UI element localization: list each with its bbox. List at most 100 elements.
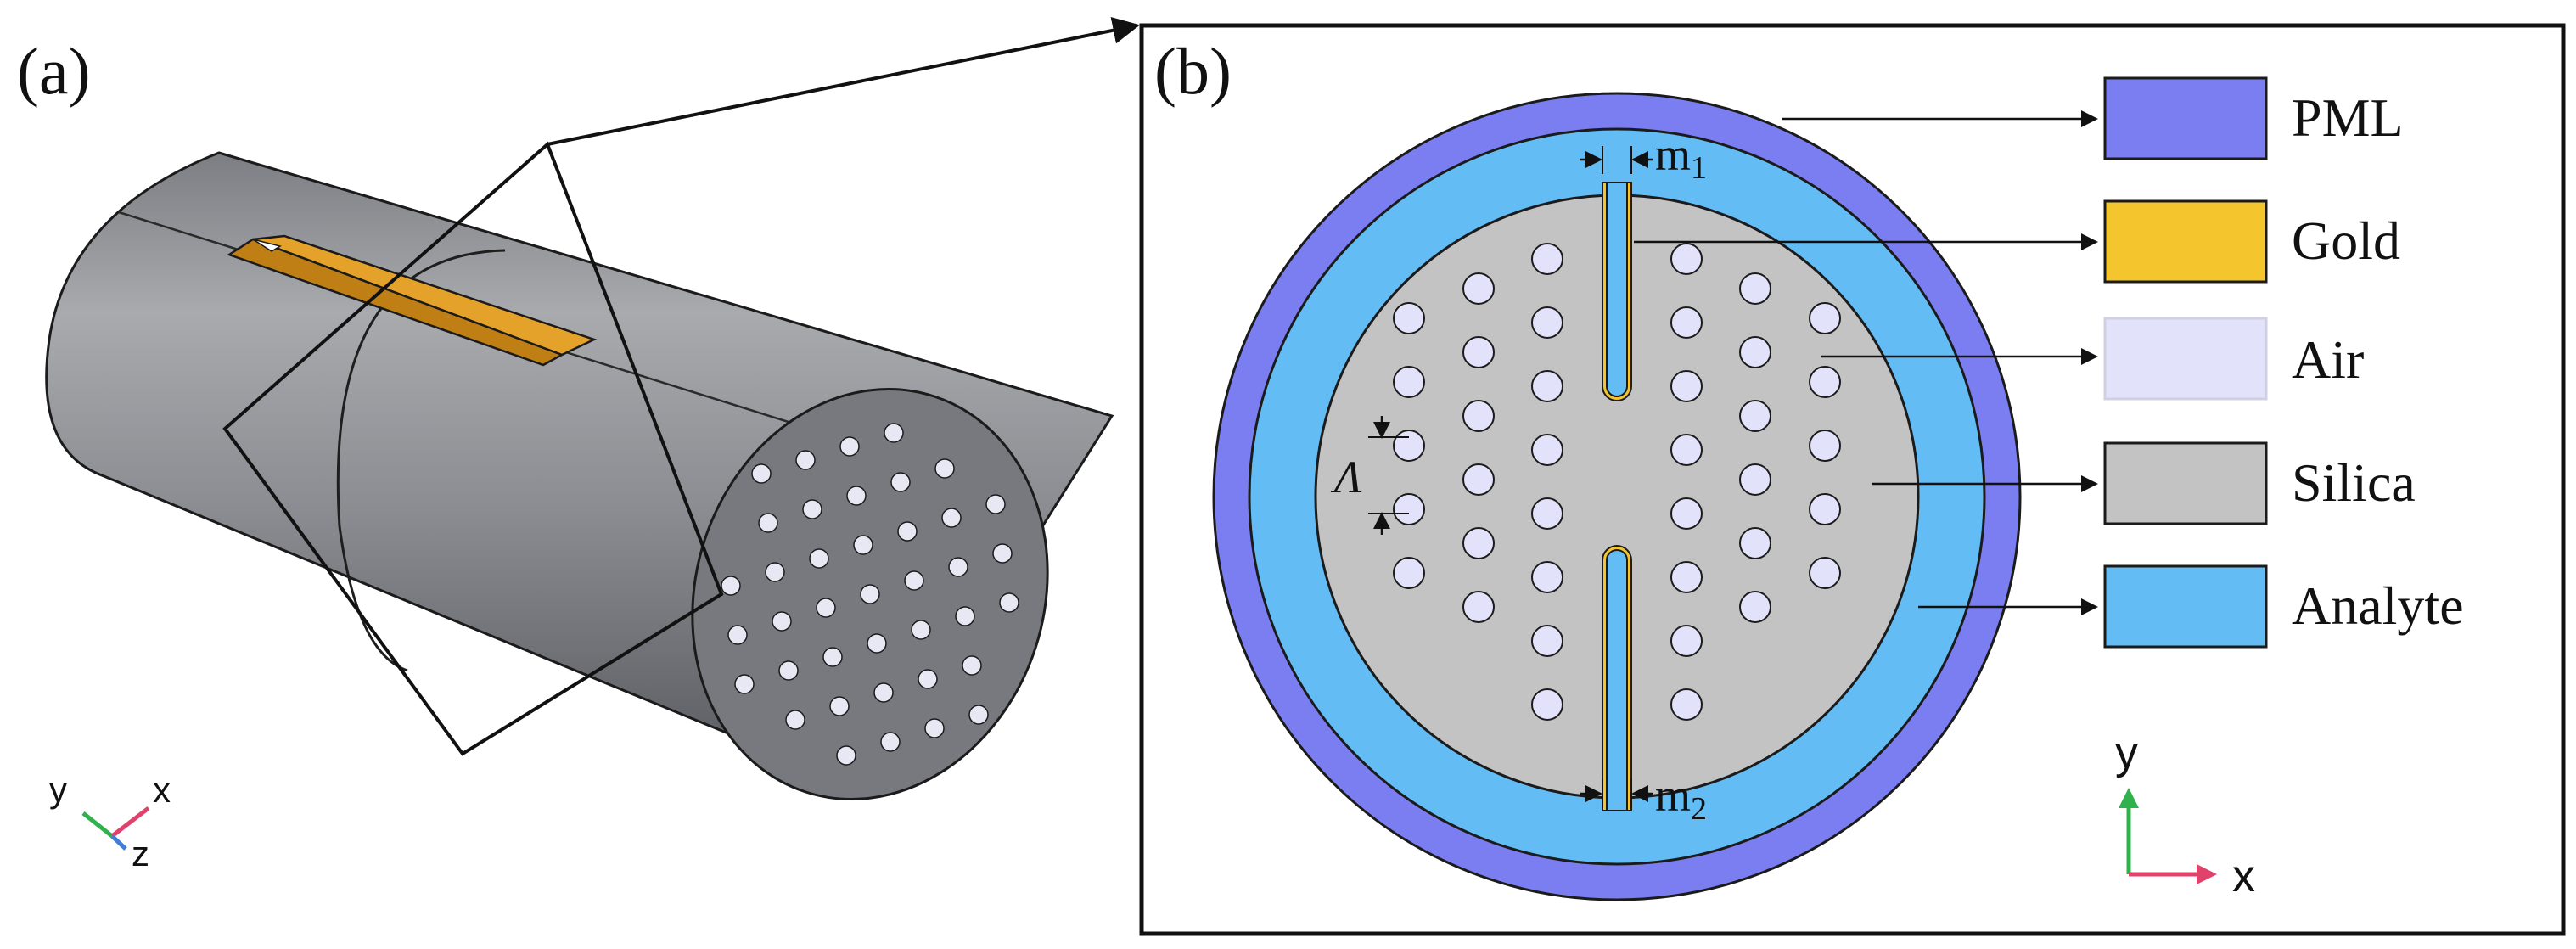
m2-dimension: m2 xyxy=(1580,770,1707,827)
svg-text:m1: m1 xyxy=(1655,129,1707,186)
air-hole xyxy=(1393,493,1425,525)
m2-subscript: 2 xyxy=(1691,791,1707,827)
end-face-hole xyxy=(934,458,955,479)
axis-y-label: y xyxy=(49,770,67,810)
air-hole xyxy=(1531,688,1563,721)
end-face-hole xyxy=(918,669,938,689)
legend-label-pml: PML xyxy=(2292,87,2404,148)
air-hole xyxy=(1393,557,1425,589)
end-face-hole xyxy=(765,562,785,582)
air-hole xyxy=(1393,302,1425,334)
end-face-hole xyxy=(802,499,822,519)
pitch-dimension: Λ xyxy=(1330,416,1409,535)
air-hole xyxy=(1462,591,1495,623)
end-face-hole xyxy=(758,513,778,533)
end-face-hole xyxy=(816,598,836,618)
air-hole xyxy=(1670,561,1703,593)
air-hole xyxy=(1670,243,1703,275)
legend-label-air: Air xyxy=(2292,329,2364,390)
legend-swatch-pml xyxy=(2103,76,2268,160)
end-face-hole xyxy=(727,625,748,645)
end-face-hole xyxy=(853,535,873,555)
end-face-hole xyxy=(948,557,968,577)
m1-dimension: m1 xyxy=(1580,129,1707,186)
end-face-hole xyxy=(911,620,931,640)
end-face-hole xyxy=(751,463,772,484)
air-hole xyxy=(1462,527,1495,559)
air-hole xyxy=(1670,306,1703,339)
air-hole xyxy=(1670,625,1703,657)
air-hole xyxy=(1531,561,1563,593)
legend: PML Gold Air Silica Analyte xyxy=(2103,76,2464,649)
air-hole xyxy=(1670,688,1703,721)
z-axis-arrow xyxy=(110,834,127,851)
top-slot xyxy=(1602,182,1632,402)
end-face-hole xyxy=(721,576,741,596)
end-face-hole xyxy=(962,655,982,676)
m1-label: m xyxy=(1655,129,1691,180)
air-holes xyxy=(1393,243,1841,721)
end-face-hole xyxy=(999,592,1019,613)
air-hole xyxy=(1739,463,1771,496)
air-hole xyxy=(1531,497,1563,530)
air-hole xyxy=(1531,306,1563,339)
legend-swatch-gold xyxy=(2103,199,2268,284)
end-face-hole xyxy=(955,606,975,626)
end-face-hole xyxy=(867,633,887,654)
end-face-hole xyxy=(795,450,816,470)
legend-swatch-analyte xyxy=(2103,564,2268,649)
end-face-hole xyxy=(897,521,918,542)
bottom-slot xyxy=(1602,545,1632,811)
air-hole xyxy=(1670,497,1703,530)
end-face-holes xyxy=(721,423,1019,766)
axis-z-label: z xyxy=(132,834,149,873)
air-hole xyxy=(1809,557,1841,589)
air-hole xyxy=(1531,434,1563,466)
axis-x-label-b: x xyxy=(2232,851,2255,901)
end-face-hole xyxy=(860,584,880,604)
end-face-hole xyxy=(890,472,911,492)
y-axis-arrow xyxy=(81,811,114,838)
air-hole xyxy=(1531,625,1563,657)
air-hole xyxy=(1531,370,1563,402)
air-hole xyxy=(1809,366,1841,398)
end-face-hole xyxy=(829,696,850,716)
air-hole xyxy=(1809,493,1841,525)
end-face-hole xyxy=(839,436,860,457)
legend-swatch-air xyxy=(2103,317,2268,401)
axis-x-label: x xyxy=(153,770,171,810)
air-hole xyxy=(1809,302,1841,334)
air-hole xyxy=(1462,463,1495,496)
legend-swatch-silica xyxy=(2103,441,2268,525)
air-hole xyxy=(1393,430,1425,462)
end-face-hole xyxy=(884,423,904,443)
end-face-hole xyxy=(734,674,755,694)
legend-label-silica: Silica xyxy=(2292,452,2416,513)
panel-a: (a) y x z xyxy=(17,17,1141,873)
pitch-label: Λ xyxy=(1330,452,1362,503)
end-face-hole xyxy=(822,647,843,667)
m1-subscript: 1 xyxy=(1691,150,1707,186)
air-hole xyxy=(1739,336,1771,368)
air-hole xyxy=(1462,272,1495,305)
air-hole xyxy=(1739,527,1771,559)
leader-lines xyxy=(1634,110,2098,615)
end-face-hole xyxy=(992,543,1013,564)
air-hole xyxy=(1462,400,1495,432)
legend-label-gold: Gold xyxy=(2292,211,2400,271)
air-hole xyxy=(1531,243,1563,275)
end-face-hole xyxy=(904,570,924,591)
panel-a-label: (a) xyxy=(17,34,91,108)
end-face-hole xyxy=(968,705,989,725)
end-face-hole xyxy=(836,745,856,766)
end-face-hole xyxy=(778,660,799,681)
end-face-hole xyxy=(785,710,805,730)
air-hole xyxy=(1393,366,1425,398)
m2-label: m xyxy=(1655,770,1691,821)
air-hole xyxy=(1670,434,1703,466)
panel-b: (b) m1 m2 xyxy=(1139,23,2566,936)
zoom-arrow xyxy=(547,17,1141,146)
air-hole xyxy=(1670,370,1703,402)
air-hole xyxy=(1809,430,1841,462)
